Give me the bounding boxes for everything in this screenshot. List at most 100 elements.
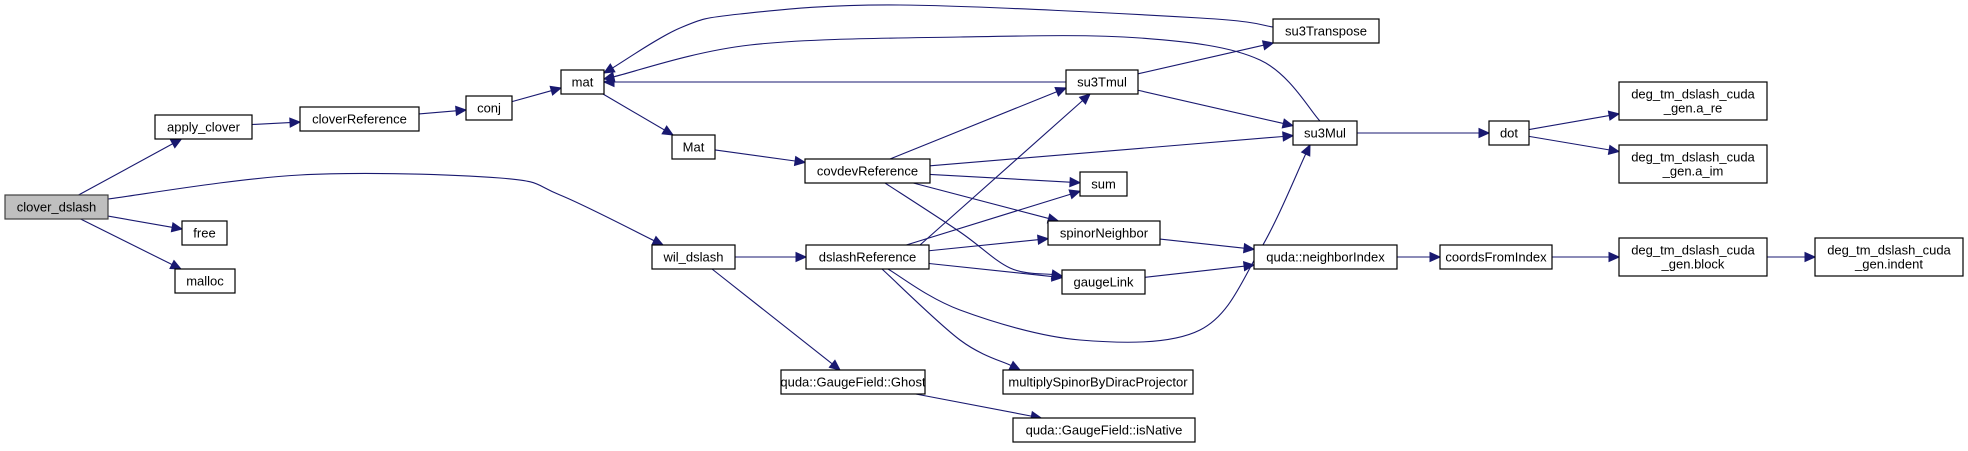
edge-line: [602, 93, 665, 131]
node-box[interactable]: [1439, 244, 1553, 270]
node-box[interactable]: [465, 95, 513, 121]
node-box[interactable]: [1079, 171, 1128, 197]
node-box[interactable]: [154, 114, 253, 140]
arrowhead-icon: [1300, 143, 1311, 157]
node-wil_dslash[interactable]: wil_dslash: [651, 244, 736, 270]
node-label: su3Tmul: [1077, 75, 1127, 90]
node-box[interactable]: [780, 369, 926, 395]
edges-layer: [78, 4, 1817, 422]
edge-line: [1137, 44, 1264, 75]
node-apply_clover[interactable]: apply_clover: [154, 114, 253, 140]
node-su3Tmul[interactable]: su3Tmul: [1065, 69, 1139, 95]
node-free[interactable]: free: [181, 220, 228, 246]
node-su3Mul[interactable]: su3Mul: [1292, 120, 1358, 146]
edge-dot-to-a_re: [1528, 110, 1621, 131]
node-box[interactable]: [560, 69, 605, 95]
node-spinorNeighbor[interactable]: spinorNeighbor: [1047, 220, 1161, 246]
edge-line: [915, 393, 1032, 417]
node-label: cloverReference: [312, 112, 407, 127]
node-label: Mat: [683, 140, 705, 155]
node-coordsFromIndex[interactable]: coordsFromIndex: [1439, 244, 1553, 270]
node-a_re[interactable]: deg_tm_dslash_cuda_gen.a_re: [1618, 81, 1768, 121]
edge-line: [1144, 265, 1245, 278]
node-su3Transpose[interactable]: su3Transpose: [1272, 18, 1380, 44]
node-box[interactable]: [805, 244, 930, 270]
node-label: free: [193, 226, 215, 241]
arrowhead-icon: [1054, 87, 1068, 97]
edge-covdevReference-to-su3Mul: [929, 131, 1295, 167]
node-box[interactable]: [4, 194, 109, 220]
edge-dslashReference-to-su3Tmul: [919, 93, 1091, 246]
arrowhead-icon: [828, 359, 841, 371]
node-box[interactable]: [1814, 237, 1964, 277]
node-box[interactable]: [1618, 144, 1768, 184]
node-label: clover_dslash: [17, 200, 97, 215]
arrowhead-icon: [549, 85, 563, 96]
arrowhead-icon: [793, 155, 807, 167]
node-box[interactable]: [299, 106, 420, 132]
node-dslashReference[interactable]: dslashReference: [805, 244, 930, 270]
node-box[interactable]: [1272, 18, 1380, 44]
edge-dslashReference-to-spinorNeighbor: [928, 234, 1050, 252]
node-label: dot: [1500, 126, 1518, 141]
edge-su3Tmul-to-mat: [602, 76, 1066, 88]
arrowhead-icon: [602, 71, 616, 82]
node-box[interactable]: [1012, 417, 1196, 443]
edge-dslashReference-to-multiplySpinorByDiracProjector: [881, 268, 1022, 371]
node-neighborIndex[interactable]: quda::neighborIndex: [1253, 244, 1398, 270]
node-box[interactable]: [1061, 269, 1146, 295]
node-a_im[interactable]: deg_tm_dslash_cuda_gen.a_im: [1618, 144, 1768, 184]
edge-line: [711, 268, 833, 365]
edge-wil_dslash-to-dslashReference: [735, 251, 808, 263]
node-label: spinorNeighbor: [1060, 226, 1149, 241]
node-label: _gen.indent: [1854, 257, 1923, 272]
arrowhead-icon: [169, 259, 183, 270]
arrowhead-icon: [1261, 40, 1275, 51]
node-mat[interactable]: mat: [560, 69, 605, 95]
node-box[interactable]: [1488, 120, 1530, 146]
node-label: multiplySpinorByDiracProjector: [1008, 375, 1188, 390]
node-covdevReference[interactable]: covdevReference: [804, 158, 931, 184]
node-conj[interactable]: conj: [465, 95, 513, 121]
node-box[interactable]: [651, 244, 736, 270]
edge-Mat-to-covdevReference: [714, 149, 807, 167]
node-multiplySpinorByDiracProjector[interactable]: multiplySpinorByDiracProjector: [1002, 369, 1194, 395]
node-box[interactable]: [1253, 244, 1398, 270]
node-box[interactable]: [1618, 81, 1768, 121]
node-block[interactable]: deg_tm_dslash_cuda_gen.block: [1618, 237, 1768, 277]
edge-line: [511, 90, 552, 103]
node-box[interactable]: [804, 158, 931, 184]
node-box[interactable]: [671, 134, 716, 160]
edge-line: [929, 173, 1071, 183]
edge-su3Transpose-to-mat: [602, 4, 1274, 74]
node-box[interactable]: [181, 220, 228, 246]
node-isNative[interactable]: quda::GaugeField::isNative: [1012, 417, 1196, 443]
edge-line: [251, 122, 291, 126]
node-clover_dslash[interactable]: clover_dslash: [4, 194, 109, 220]
node-box[interactable]: [174, 268, 236, 294]
edge-cloverReference-to-conj: [418, 105, 468, 117]
node-Mat[interactable]: Mat: [671, 134, 716, 160]
node-Ghost[interactable]: quda::GaugeField::Ghost: [780, 369, 926, 395]
arrowhead-icon: [795, 251, 808, 263]
node-box[interactable]: [1065, 69, 1139, 95]
node-dot[interactable]: dot: [1488, 120, 1530, 146]
node-box[interactable]: [1618, 237, 1768, 277]
node-label: _gen.a_im: [1662, 164, 1724, 179]
node-cloverReference[interactable]: cloverReference: [299, 106, 420, 132]
node-label: conj: [477, 101, 501, 116]
node-box[interactable]: [1002, 369, 1194, 395]
node-box[interactable]: [1292, 120, 1358, 146]
node-sum[interactable]: sum: [1079, 171, 1128, 197]
node-indent[interactable]: deg_tm_dslash_cuda_gen.indent: [1814, 237, 1964, 277]
edge-line: [107, 215, 173, 228]
node-gaugeLink[interactable]: gaugeLink: [1061, 269, 1146, 295]
node-label: quda::GaugeField::isNative: [1026, 423, 1183, 438]
edge-covdevReference-to-spinorNeighbor: [913, 182, 1060, 224]
node-box[interactable]: [1047, 220, 1161, 246]
edge-line: [1137, 89, 1284, 124]
edge-line: [928, 239, 1039, 252]
node-malloc[interactable]: malloc: [174, 268, 236, 294]
edge-neighborIndex-to-coordsFromIndex: [1397, 251, 1442, 263]
arrowhead-icon: [169, 138, 183, 149]
